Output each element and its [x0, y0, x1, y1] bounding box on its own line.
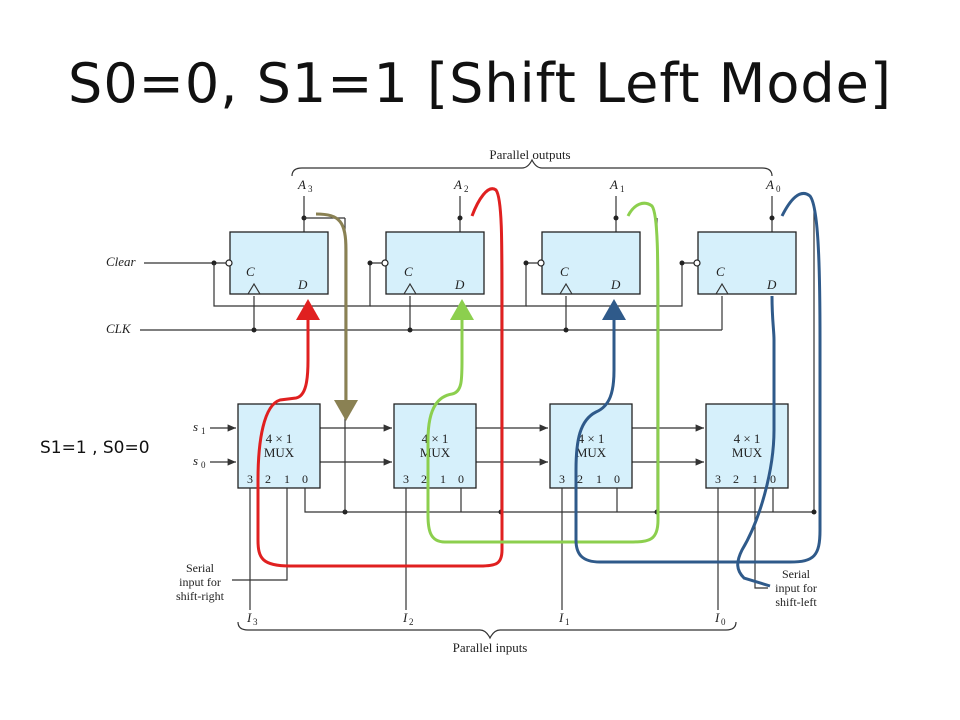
- svg-text:3: 3: [403, 472, 409, 486]
- svg-text:2: 2: [421, 472, 427, 486]
- svg-text:shift-left: shift-left: [775, 595, 817, 609]
- svg-text:A: A: [765, 177, 774, 192]
- svg-text:s: s: [193, 419, 198, 434]
- svg-text:Serial: Serial: [782, 567, 811, 581]
- svg-text:1: 1: [752, 472, 758, 486]
- flipflop-a2: C D: [385, 231, 485, 295]
- svg-text:0: 0: [302, 472, 308, 486]
- svg-text:MUX: MUX: [576, 445, 607, 460]
- svg-text:2: 2: [733, 472, 739, 486]
- svg-text:3: 3: [559, 472, 565, 486]
- svg-text:MUX: MUX: [264, 445, 295, 460]
- svg-text:1: 1: [565, 617, 570, 627]
- parallel-inputs-label: Parallel inputs: [453, 640, 528, 655]
- path-a0-blue-left: [736, 295, 776, 588]
- clk-label: CLK: [106, 321, 132, 336]
- svg-text:C: C: [404, 264, 413, 279]
- outputs-brace: [291, 158, 773, 177]
- path-a0-blue: [574, 192, 822, 564]
- flipflop-a3: C D: [229, 231, 329, 295]
- svg-text:D: D: [297, 277, 308, 292]
- inputs-brace: [237, 621, 737, 640]
- svg-text:MUX: MUX: [420, 445, 451, 460]
- svg-text:I: I: [402, 610, 408, 625]
- svg-text:shift-right: shift-right: [176, 589, 225, 603]
- svg-text:2: 2: [577, 472, 583, 486]
- svg-text:1: 1: [620, 184, 625, 194]
- svg-text:C: C: [560, 264, 569, 279]
- svg-text:s: s: [193, 453, 198, 468]
- svg-text:I: I: [558, 610, 564, 625]
- svg-text:Serial: Serial: [186, 561, 215, 575]
- mux-3: 4 × 1 MUX 3 2 1 0: [237, 403, 321, 489]
- svg-text:1: 1: [596, 472, 602, 486]
- svg-text:1: 1: [440, 472, 446, 486]
- path-a2-red: [256, 187, 504, 568]
- select-wires: [210, 424, 704, 466]
- svg-text:0: 0: [614, 472, 620, 486]
- path-a3-olive: [315, 212, 358, 421]
- select-lines-note: S1=1 , S0=0: [40, 438, 150, 458]
- svg-text:MUX: MUX: [732, 445, 763, 460]
- slide-title: S0=0, S1=1 [Shift Left Mode]: [68, 52, 892, 115]
- svg-text:0: 0: [201, 460, 206, 470]
- flipflop-a1: C D: [541, 231, 641, 295]
- svg-text:0: 0: [721, 617, 726, 627]
- svg-text:0: 0: [776, 184, 781, 194]
- svg-text:0: 0: [458, 472, 464, 486]
- svg-text:2: 2: [265, 472, 271, 486]
- svg-text:input for: input for: [775, 581, 817, 595]
- svg-text:4 × 1: 4 × 1: [578, 431, 605, 446]
- svg-text:input for: input for: [179, 575, 221, 589]
- svg-text:I: I: [246, 610, 252, 625]
- svg-text:A: A: [609, 177, 618, 192]
- svg-text:D: D: [610, 277, 621, 292]
- parallel-outputs-label: Parallel outputs: [489, 147, 570, 162]
- mux-1: 4 × 1 MUX 3 2 1 0: [549, 403, 633, 489]
- svg-text:D: D: [766, 277, 777, 292]
- svg-text:C: C: [716, 264, 725, 279]
- svg-text:3: 3: [253, 617, 258, 627]
- output-stems: [301, 196, 775, 232]
- svg-text:2: 2: [464, 184, 469, 194]
- svg-text:0: 0: [770, 472, 776, 486]
- svg-text:1: 1: [201, 426, 206, 436]
- svg-text:1: 1: [284, 472, 290, 486]
- path-a1-green: [426, 201, 660, 544]
- flipflop-a0: C D: [697, 231, 797, 295]
- svg-text:D: D: [454, 277, 465, 292]
- serial-right-label: Serial input for shift-right: [176, 561, 225, 603]
- svg-text:3: 3: [715, 472, 721, 486]
- svg-text:A: A: [297, 177, 306, 192]
- svg-text:4 × 1: 4 × 1: [422, 431, 449, 446]
- svg-text:3: 3: [247, 472, 253, 486]
- svg-text:2: 2: [409, 617, 414, 627]
- mux-2: 4 × 1 MUX 3 2 1 0: [393, 403, 477, 489]
- svg-text:4 × 1: 4 × 1: [266, 431, 293, 446]
- svg-text:I: I: [714, 610, 720, 625]
- svg-text:C: C: [246, 264, 255, 279]
- clear-label: Clear: [106, 254, 137, 269]
- serial-left-label: Serial input for shift-left: [775, 567, 817, 609]
- clk-wire: [140, 296, 723, 333]
- mux-0: 4 × 1 MUX 3 2 1 0: [705, 403, 789, 489]
- svg-text:A: A: [453, 177, 462, 192]
- svg-text:3: 3: [308, 184, 313, 194]
- svg-text:4 × 1: 4 × 1: [734, 431, 761, 446]
